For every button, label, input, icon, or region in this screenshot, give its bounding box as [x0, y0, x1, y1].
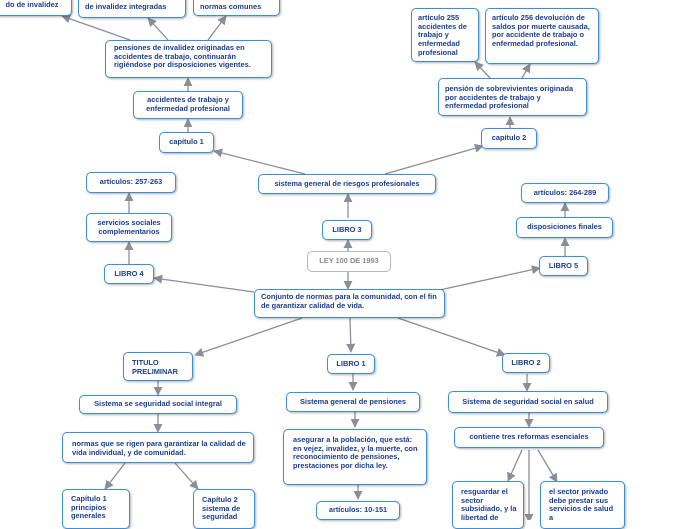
node-libro-3[interactable]: LIBRO 3	[322, 220, 372, 240]
edge-conjunto-libro4	[153, 274, 255, 293]
node-articulos-10-151[interactable]: artículos: 10-151	[316, 501, 400, 520]
node-libro-4[interactable]: LIBRO 4	[104, 264, 154, 284]
node-normas-calidad-vida[interactable]: normas que se rigen para garantizar la c…	[62, 432, 254, 463]
edge-pensiones-topleft	[61, 14, 131, 41]
node-top-right-partial[interactable]: normas comunes	[193, 0, 280, 16]
node-sistema-salud[interactable]: Sistema de seguridad social en salud	[448, 391, 608, 413]
node-capitulo-2-sistema[interactable]: Capítulo 2 sistema de seguridad	[193, 489, 255, 529]
node-servicios-sociales[interactable]: servicios sociales complementarios	[86, 213, 172, 242]
root-node-ley-100[interactable]: LEY 100 DE 1993	[307, 251, 391, 272]
edge-normas-cap1	[104, 462, 126, 490]
edge-conjunto-titulo	[194, 317, 303, 357]
node-resguardar-sector[interactable]: resguardar el sector subsidiado, y la li…	[452, 481, 524, 529]
node-asegurar-poblacion[interactable]: asegurar a la población, que está: en ve…	[283, 429, 427, 485]
node-disposiciones-finales[interactable]: disposiciones finales	[516, 217, 613, 238]
node-pensiones-invalidez[interactable]: pensiones de invalidez originadas en acc…	[105, 40, 272, 78]
edge-riesgos-cap2	[384, 143, 484, 175]
edge-reformas-privado	[537, 449, 558, 483]
node-conjunto-normas[interactable]: Conjunto de normas para la comunidad, co…	[254, 289, 445, 318]
node-sector-privado[interactable]: el sector privado debe prestar sus servi…	[540, 481, 625, 529]
node-capitulo-2[interactable]: capítulo 2	[481, 128, 537, 149]
node-titulo-preliminar[interactable]: TITULO PRELIMINAR	[123, 352, 193, 381]
node-libro-5[interactable]: LIBRO 5	[539, 256, 588, 276]
edge-pensiones-topright	[207, 15, 227, 41]
node-sistema-pensiones[interactable]: Sistema general de pensiones	[286, 392, 420, 412]
edge-conjunto-libro5	[434, 265, 541, 292]
node-articulo-256[interactable]: artículo 256 devolución de saldos por mu…	[485, 8, 599, 64]
node-capitulo-1[interactable]: capítulo 1	[159, 132, 214, 153]
edge-sobrevivientes-art255	[474, 61, 491, 79]
edge-sobrevivientes-art256	[521, 63, 531, 79]
node-libro-2[interactable]: LIBRO 2	[502, 353, 550, 373]
node-top-mid-partial[interactable]: de invalidez integradas	[78, 0, 186, 18]
node-articulos-257-263[interactable]: artículos: 257-263	[86, 172, 176, 193]
edge-conjunto-libro2	[397, 317, 506, 357]
edge-normas-cap2	[174, 462, 199, 490]
node-capitulo-1-principios[interactable]: Capítulo 1 principios generales	[62, 489, 130, 529]
node-sistema-seguridad-integral[interactable]: Sistema se seguridad social integral	[79, 395, 237, 414]
edge-riesgos-cap1	[213, 148, 306, 175]
edge-pensiones-topmid	[147, 17, 169, 41]
node-articulo-255[interactable]: artículo 255 accidentes de trabajo y enf…	[411, 8, 479, 62]
node-pension-sobrevivientes[interactable]: pensión de sobrevivientes originada por …	[438, 78, 587, 116]
node-accidentes-trabajo[interactable]: accidentes de trabajo y enfermedad profe…	[133, 91, 243, 119]
edge-conjunto-libro1	[346, 317, 356, 353]
node-top-left-partial[interactable]: do de invalidez	[0, 0, 72, 16]
node-libro-1[interactable]: LIBRO 1	[327, 354, 375, 374]
node-tres-reformas[interactable]: contiene tres reformas esenciales	[454, 427, 604, 448]
edge-reformas-resguardar	[507, 449, 523, 482]
node-sistema-riesgos[interactable]: sistema general de riesgos profesionales	[258, 174, 436, 194]
node-articulos-264-289[interactable]: artículos: 264-289	[521, 183, 609, 203]
